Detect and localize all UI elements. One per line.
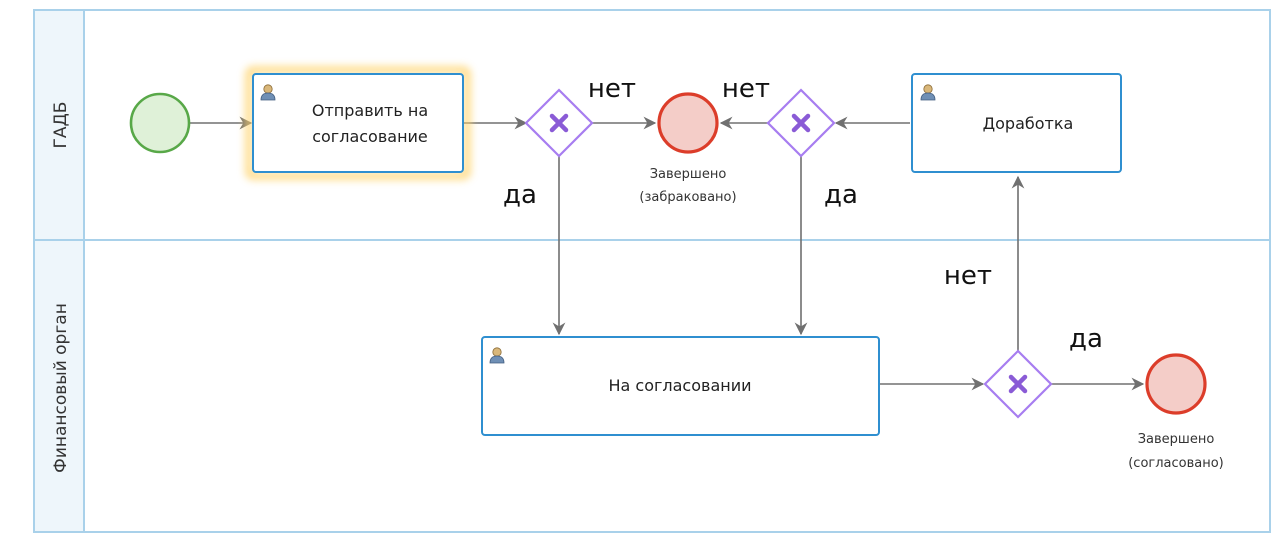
- start-event[interactable]: [129, 92, 191, 154]
- end-event-approved-label-line2: (согласовано): [1128, 456, 1224, 471]
- end-event-rejected-label-line2: (забраковано): [639, 190, 736, 205]
- task-send[interactable]: Отправить на согласование: [245, 66, 471, 180]
- edge-label-gw2-yes: да: [824, 180, 858, 210]
- end-event-approved-label-line1: Завершено: [1138, 432, 1215, 447]
- end-event-rejected[interactable]: [657, 92, 719, 154]
- task-send-highlight: [245, 66, 471, 180]
- edge-label-gw1-yes: да: [503, 180, 537, 210]
- end-event-rejected-label-line1: Завершено: [650, 167, 727, 182]
- gateway-3[interactable]: [983, 349, 1053, 419]
- lane-title-gadb: ГАДБ: [51, 102, 71, 149]
- exclusive-x-icon: [791, 113, 811, 133]
- lane-title-finance: Финансовый орган: [51, 303, 71, 473]
- edge-label-gw3-yes: да: [1069, 324, 1103, 354]
- task-approval-box: [481, 336, 880, 436]
- edge-label-gw1-no: нет: [588, 74, 636, 104]
- task-rework[interactable]: Доработка: [911, 73, 1122, 173]
- sequence-flows: [190, 116, 1145, 391]
- task-rework-box: [911, 73, 1122, 173]
- task-approval-label: На согласовании: [608, 376, 751, 395]
- task-send-label-line1: Отправить на: [312, 101, 428, 120]
- exclusive-x-icon: [549, 113, 569, 133]
- gateway-1[interactable]: [524, 88, 594, 158]
- task-send-label-line2: согласование: [312, 127, 428, 146]
- end-event-approved[interactable]: [1145, 353, 1207, 415]
- task-approval[interactable]: На согласовании: [481, 336, 880, 436]
- task-rework-label: Доработка: [983, 114, 1074, 133]
- task-send-box: [252, 73, 464, 173]
- exclusive-x-icon: [1008, 374, 1028, 394]
- lane-header-top: [33, 9, 85, 241]
- edge-label-gw3-no: нет: [944, 261, 992, 291]
- gateway-2[interactable]: [766, 88, 836, 158]
- edge-label-gw2-no: нет: [722, 74, 770, 104]
